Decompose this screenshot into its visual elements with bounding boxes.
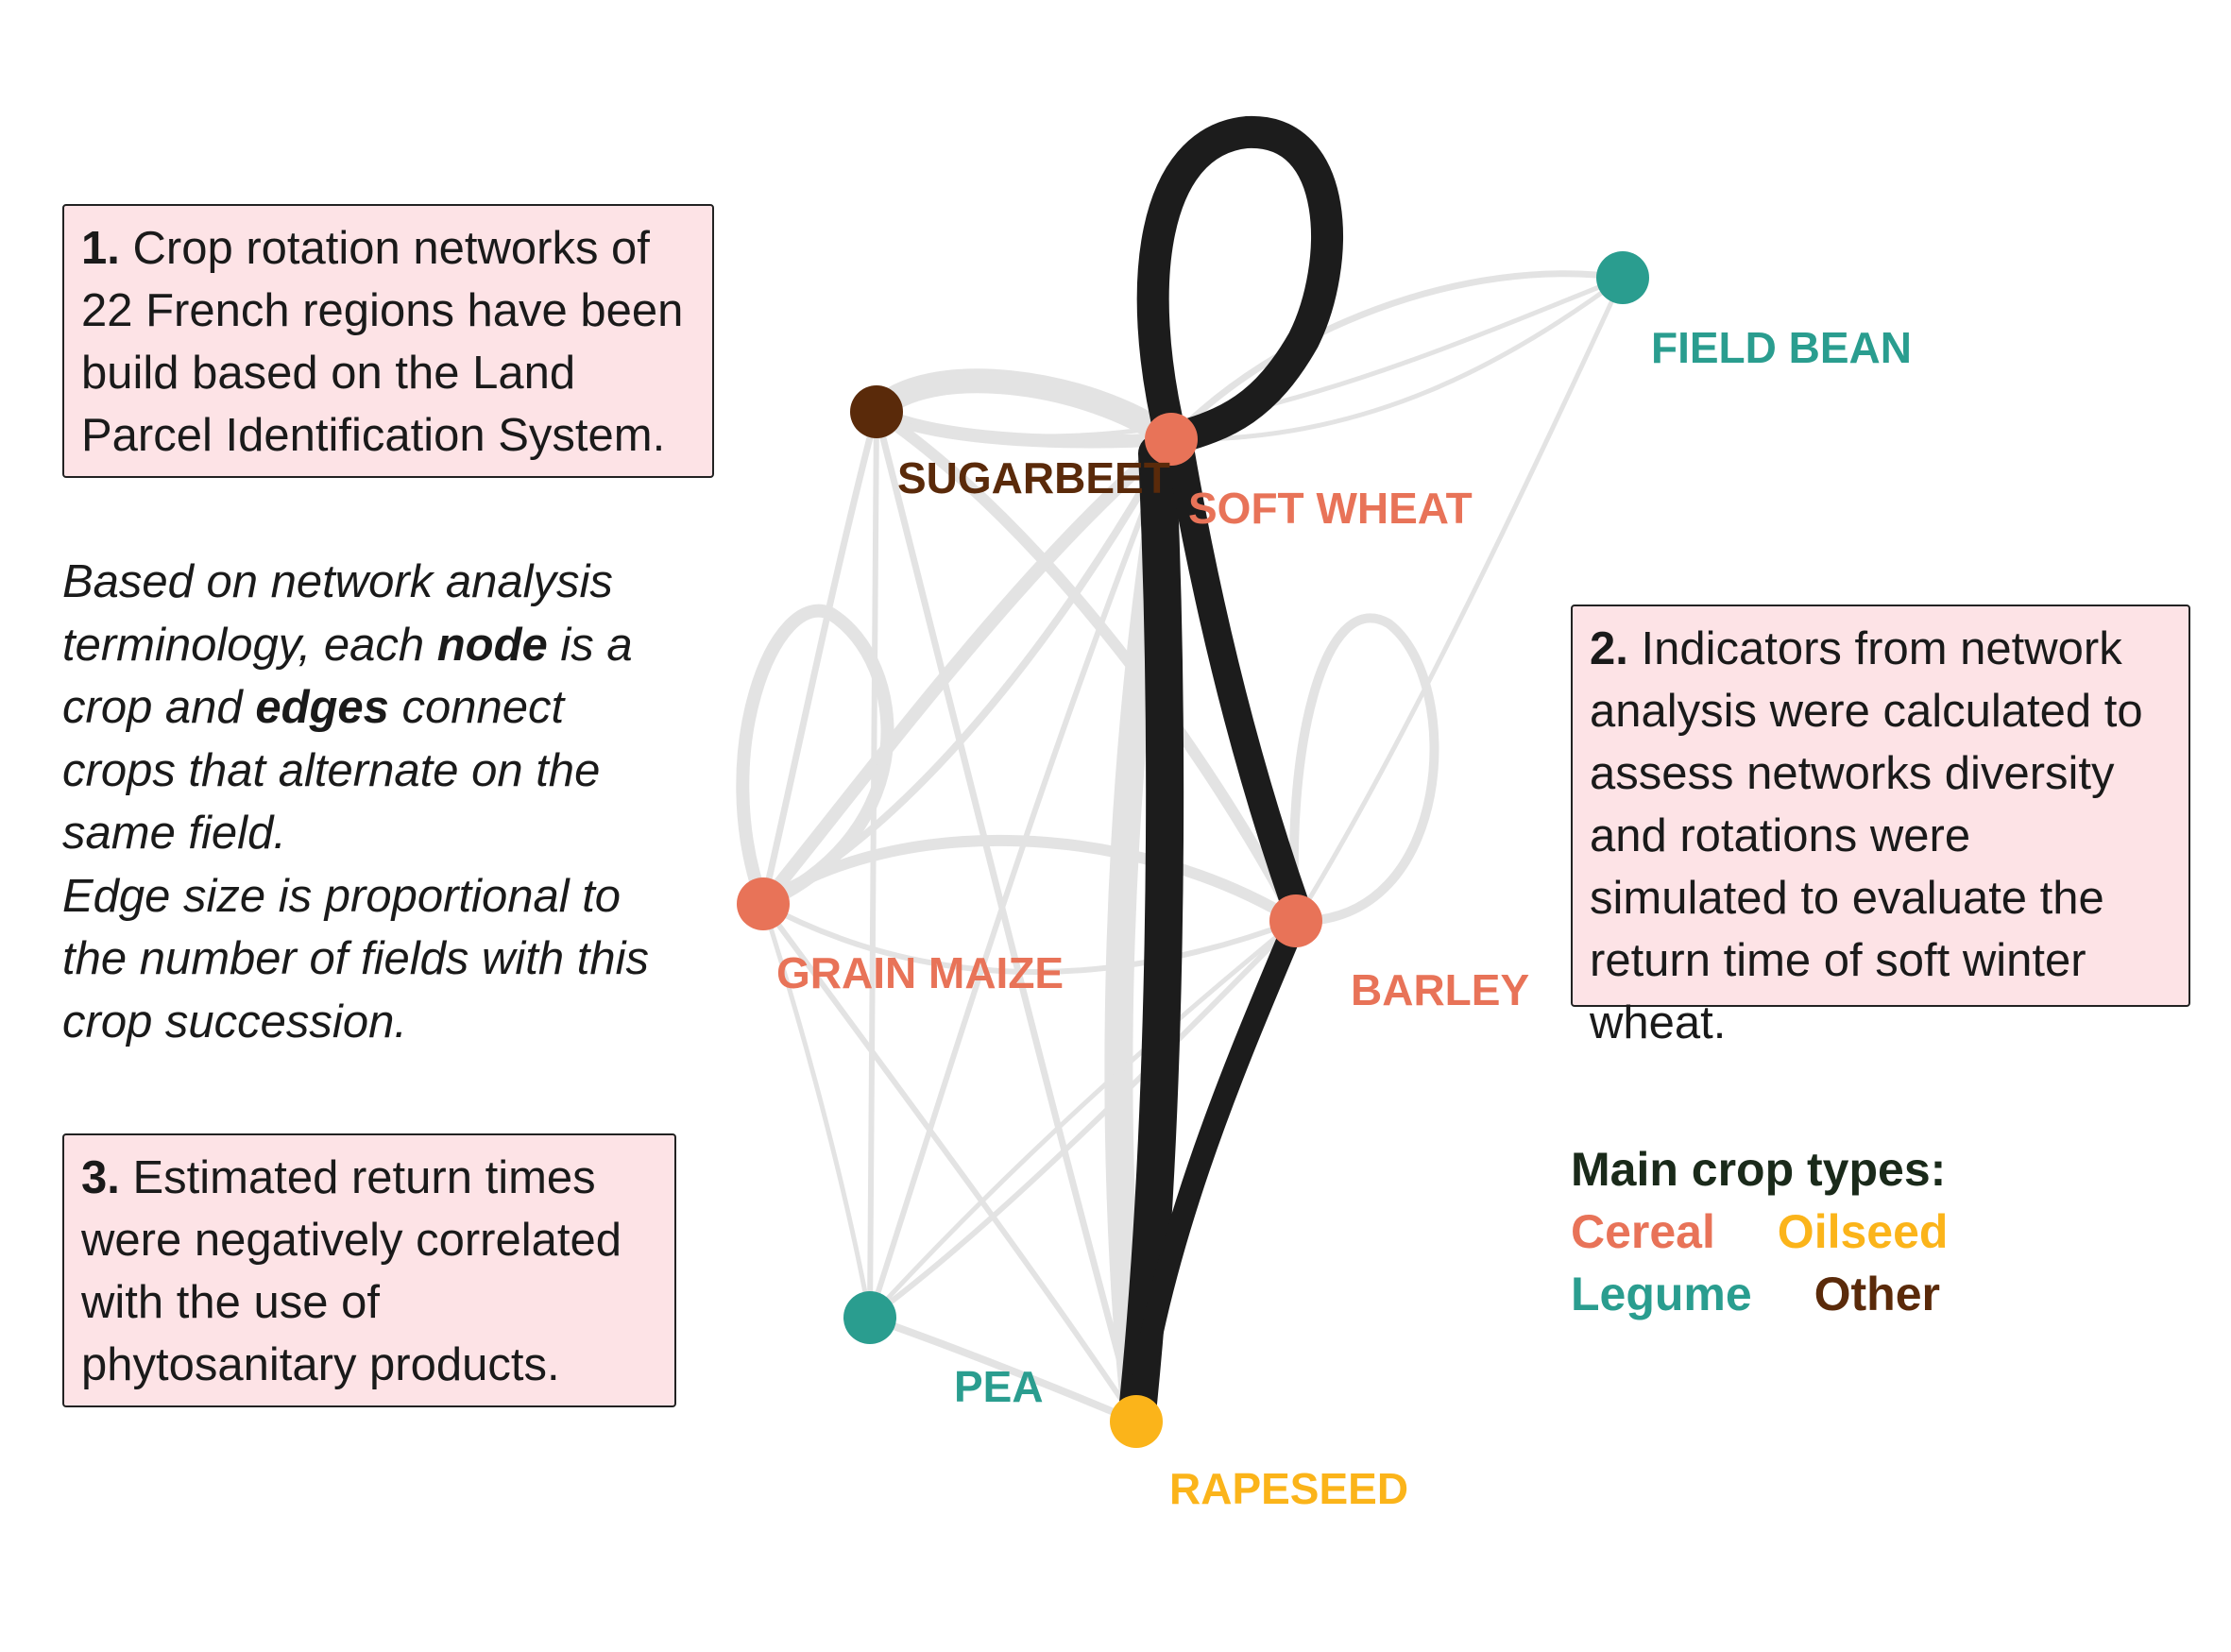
legend-cereal: Cereal bbox=[1571, 1205, 1715, 1258]
label-soft-wheat: SOFT WHEAT bbox=[1188, 484, 1473, 533]
label-sugarbeet: SUGARBEET bbox=[897, 453, 1170, 502]
legend-row-2: Legume Other bbox=[1571, 1263, 1997, 1325]
label-grain-maize: GRAIN MAIZE bbox=[776, 948, 1064, 997]
info-box-3-number: 3. bbox=[81, 1152, 120, 1203]
edge-sugarbeet-grainmaize bbox=[759, 408, 880, 908]
edge-grainmaize-rapeseed bbox=[760, 901, 1139, 1424]
info-box-2-text: Indicators from network analysis were ca… bbox=[1590, 623, 2143, 1048]
node-sugarbeet[interactable] bbox=[850, 385, 903, 438]
node-labels: SUGARBEET SOFT WHEAT FIELD BEAN GRAIN MA… bbox=[776, 323, 1912, 1513]
explanation-text-1: Based on network analysis terminology, e… bbox=[62, 556, 613, 671]
info-box-1-number: 1. bbox=[81, 223, 120, 274]
edge-softwheat-fieldbean-a bbox=[1167, 270, 1626, 443]
edge-softwheat-loop bbox=[1136, 115, 1343, 455]
edge-barley-loop bbox=[1288, 613, 1439, 927]
edge-softwheat-grainmaize-a bbox=[757, 433, 1178, 911]
edge-softwheat-fieldbean-b bbox=[1168, 275, 1626, 442]
node-barley[interactable] bbox=[1269, 894, 1322, 947]
legend-other: Other bbox=[1814, 1268, 1940, 1320]
network-explanation: Based on network analysis terminology, e… bbox=[62, 551, 667, 1053]
crop-type-legend: Main crop types: Cereal Oilseed Legume O… bbox=[1571, 1138, 1997, 1325]
edge-sugarbeet-rapeseed bbox=[873, 408, 1140, 1425]
explanation-node-term: node bbox=[436, 619, 548, 671]
explanation-edges-term: edges bbox=[255, 682, 389, 733]
edge-softwheat-barley bbox=[1167, 439, 1310, 921]
info-box-3: 3. Estimated return times were negativel… bbox=[62, 1133, 676, 1407]
edge-sugarbeet-softwheat-upper bbox=[864, 368, 1184, 451]
explanation-edge-size: Edge size is proportional to the number … bbox=[62, 870, 649, 1047]
label-barley: BARLEY bbox=[1351, 965, 1529, 1014]
dark-edges bbox=[1117, 115, 1343, 1440]
info-box-1: 1. Crop rotation networks of 22 French r… bbox=[62, 204, 714, 478]
edge-grainmaize-loop bbox=[736, 604, 894, 911]
node-rapeseed[interactable] bbox=[1110, 1395, 1163, 1448]
edge-sugarbeet-barley bbox=[871, 406, 1302, 927]
edge-softwheat-rapeseed bbox=[1117, 434, 1184, 1440]
edge-softwheat-pea bbox=[867, 436, 1174, 1320]
edge-grainmaize-pea bbox=[760, 901, 873, 1320]
edge-sugarbeet-pea bbox=[867, 409, 879, 1320]
explanation-text-2: is a crop and bbox=[62, 619, 633, 734]
edge-pea-rapeseed bbox=[866, 1314, 1140, 1425]
label-field-bean: FIELD BEAN bbox=[1651, 323, 1912, 372]
edge-grainmaize-barley-lower bbox=[760, 901, 1299, 975]
label-pea: PEA bbox=[954, 1362, 1044, 1411]
legend-title: Main crop types: bbox=[1571, 1143, 1947, 1196]
node-pea[interactable] bbox=[843, 1291, 896, 1344]
label-rapeseed: RAPESEED bbox=[1169, 1464, 1408, 1513]
legend-row-1: Cereal Oilseed bbox=[1571, 1201, 1997, 1263]
legend-oilseed: Oilseed bbox=[1777, 1205, 1949, 1258]
node-field-bean[interactable] bbox=[1596, 251, 1649, 304]
legend-legume: Legume bbox=[1571, 1268, 1752, 1320]
info-box-1-text: Crop rotation networks of 22 French regi… bbox=[81, 223, 684, 461]
edge-grainmaize-barley-upper bbox=[758, 834, 1302, 927]
edge-barley-rapeseed bbox=[1125, 910, 1307, 1433]
info-box-3-text: Estimated return times were negatively c… bbox=[81, 1152, 622, 1390]
nodes bbox=[737, 251, 1649, 1448]
node-grain-maize[interactable] bbox=[737, 877, 790, 930]
explanation-text-3: connect crops that alternate on the same… bbox=[62, 682, 601, 859]
info-box-2-number: 2. bbox=[1590, 623, 1628, 674]
info-box-2: 2. Indicators from network analysis were… bbox=[1571, 605, 2190, 1048]
edge-pea-barley-b bbox=[867, 918, 1299, 1320]
edge-barley-pea bbox=[867, 918, 1299, 1320]
edge-fieldbean-barley bbox=[1293, 275, 1626, 924]
edge-sugarbeet-softwheat-lower bbox=[870, 405, 1178, 449]
node-soft-wheat[interactable] bbox=[1145, 413, 1198, 466]
